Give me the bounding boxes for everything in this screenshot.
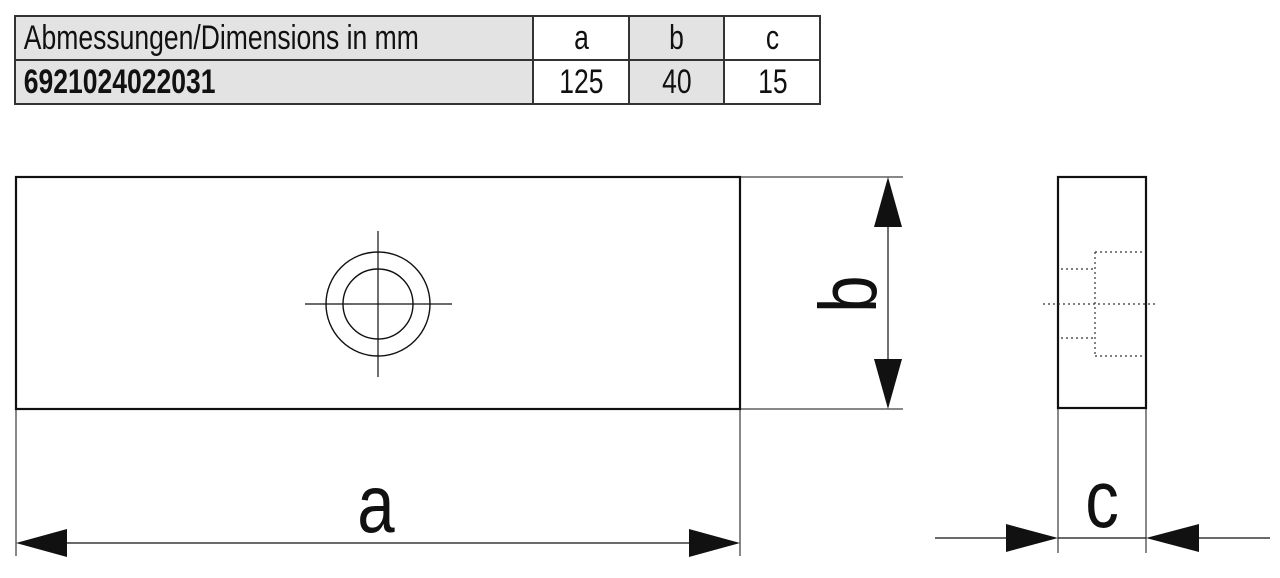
header-col-b: b <box>669 19 685 57</box>
value-a: 125 <box>559 63 604 101</box>
arrow-right-icon <box>689 529 740 557</box>
arrow-up-icon <box>874 177 902 227</box>
side-view-outline <box>1056 175 1148 410</box>
arrow-right-icon <box>1006 524 1058 552</box>
header-col-c: c <box>765 19 780 57</box>
table-row: 6921024022031 125 40 15 <box>13 59 822 105</box>
header-cell-b: b <box>628 15 726 61</box>
dimension-label-c: c <box>1085 453 1119 545</box>
header-cell-c: c <box>723 15 822 61</box>
header-label-cell: Abmessungen/Dimensions in mm <box>13 15 535 61</box>
header-label: Abmessungen/Dimensions in mm <box>23 19 419 57</box>
header-col-a: a <box>574 19 589 57</box>
hidden-lines <box>1043 251 1156 357</box>
value-cell-c: 15 <box>723 59 822 105</box>
dimension-a: a <box>15 409 741 557</box>
arrow-left-icon <box>1146 524 1199 552</box>
dimensions-table: Abmessungen/Dimensions in mm a b c 69210… <box>13 15 822 105</box>
value-b: 40 <box>662 63 692 101</box>
arrow-down-icon <box>874 359 902 409</box>
arrow-left-icon <box>16 529 67 557</box>
front-view <box>14 175 742 411</box>
side-view <box>1043 175 1156 410</box>
front-view-outline <box>14 175 742 411</box>
table-header-row: Abmessungen/Dimensions in mm a b c <box>13 15 822 61</box>
dimension-b: b <box>741 176 903 410</box>
value-cell-a: 125 <box>532 59 631 105</box>
article-number-cell: 6921024022031 <box>13 59 535 105</box>
dimension-label-b: b <box>802 275 894 312</box>
hole-icon <box>305 231 452 377</box>
article-number: 6921024022031 <box>23 63 216 101</box>
header-cell-a: a <box>532 15 631 61</box>
dimension-c: c <box>935 408 1270 553</box>
dimension-label-a: a <box>357 458 395 550</box>
value-c: 15 <box>757 63 788 101</box>
value-cell-b: 40 <box>628 59 726 105</box>
